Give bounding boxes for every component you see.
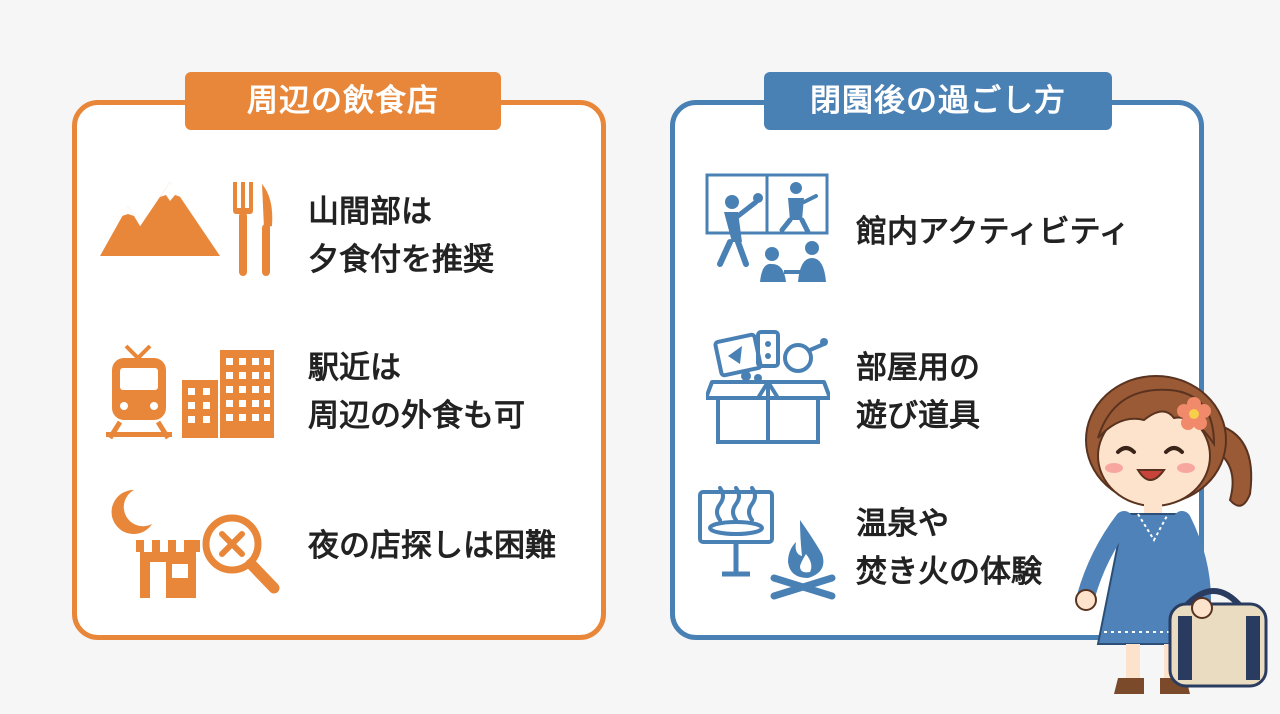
item-room-toys: 部屋用の 遊び道具 bbox=[856, 350, 980, 434]
after-hours-panel-title: 閉園後の過ごし方 bbox=[764, 72, 1112, 130]
item-night-shop-search: 夜の店探しは困難 bbox=[308, 528, 556, 564]
train-building-icon bbox=[106, 344, 278, 440]
hot-spring-campfire-icon bbox=[696, 484, 840, 604]
indoor-activity-icon bbox=[704, 172, 830, 284]
restaurants-panel-title: 周辺の飲食店 bbox=[185, 72, 501, 130]
item-onsen-bonfire: 温泉や 焚き火の体験 bbox=[856, 506, 1042, 590]
item-dinner-recommendation: 山間部は 夕食付を推奨 bbox=[308, 194, 494, 278]
item-indoor-activities: 館内アクティビティ bbox=[856, 214, 1130, 250]
moon-shop-search-icon bbox=[106, 488, 282, 600]
item-station-dining: 駅近は 周辺の外食も可 bbox=[308, 350, 525, 434]
toy-box-icon bbox=[706, 330, 830, 446]
girl-with-bag-illustration bbox=[1074, 364, 1270, 704]
mountain-cutlery-icon bbox=[100, 178, 280, 278]
